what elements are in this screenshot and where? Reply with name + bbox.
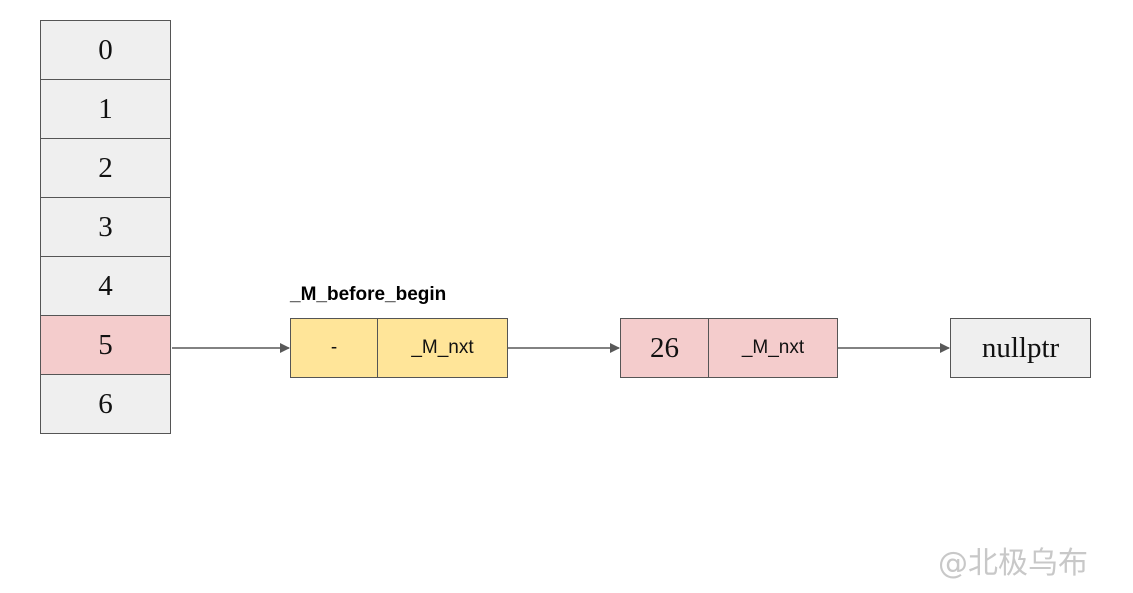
list-node: 26 _M_nxt [620,318,838,378]
bucket-4: 4 [40,256,171,316]
before-begin-value: - [330,337,338,358]
watermark: @北极乌布 [938,546,1088,581]
bucket-2: 2 [40,138,171,198]
before-begin-label: _M_before_begin [290,284,447,305]
bucket-array: 0 1 2 3 4 5 6 [40,20,171,434]
list-node-value: 26 [650,331,679,364]
before-begin-node: - _M_nxt [290,318,508,378]
nullptr-node: nullptr [950,318,1091,378]
bucket-0: 0 [40,20,171,80]
list-node-next: _M_nxt [708,319,837,377]
bucket-5: 5 [40,315,171,375]
before-begin-next: _M_nxt [377,319,507,377]
bucket-6: 6 [40,374,171,434]
